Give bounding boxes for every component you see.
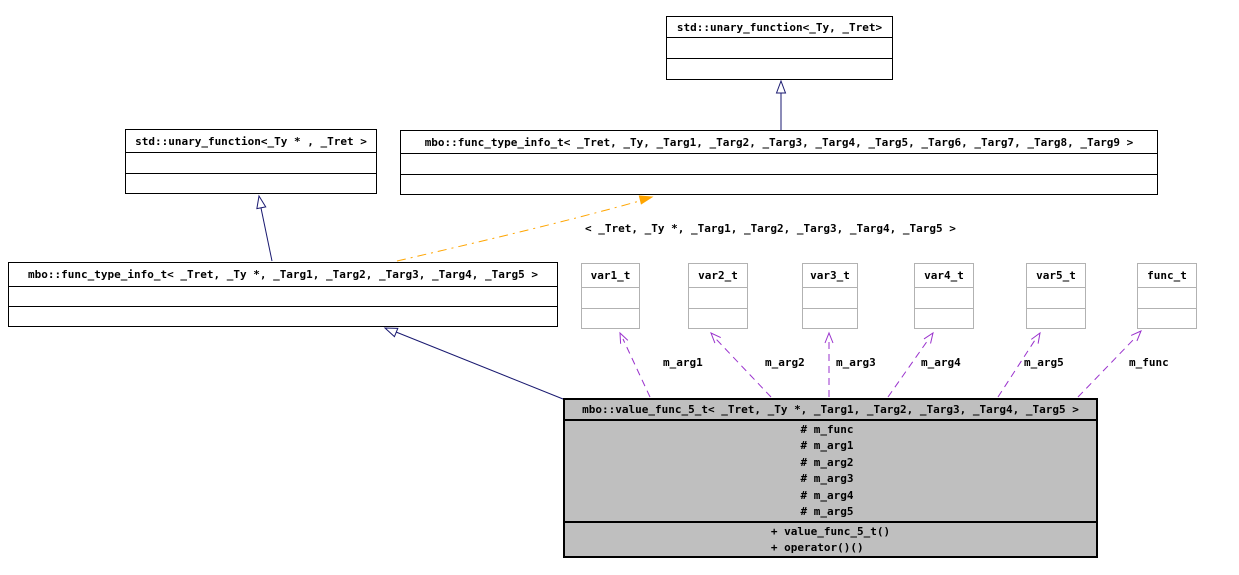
class-box-func-type-info-generic[interactable]: mbo::func_type_info_t< _Tret, _Ty, _Targ… — [400, 130, 1158, 195]
class-box-var3-t[interactable]: var3_t — [802, 263, 858, 329]
method-row: + value_func_5_t() — [770, 524, 891, 538]
class-title: mbo::func_type_info_t< _Tret, _Ty *, _Ta… — [9, 263, 557, 287]
attribute-row: # m_arg2 — [800, 455, 854, 469]
class-attributes-compartment: # m_func # m_arg1 # m_arg2 # m_arg3 # m_… — [565, 421, 1096, 523]
class-box-compartment — [915, 288, 973, 308]
class-box-func-type-info-ptr[interactable]: mbo::func_type_info_t< _Tret, _Ty *, _Ta… — [8, 262, 558, 327]
attribute-row: # m_arg3 — [800, 472, 854, 485]
edge-inherit-functypeinfo5-to-unaryfunctionptr — [256, 194, 273, 262]
class-box-compartment — [126, 172, 376, 194]
edge-label-m-func: m_func — [1129, 356, 1169, 369]
class-box-compartment — [803, 307, 857, 329]
edge-label-m-arg2: m_arg2 — [765, 356, 805, 369]
class-box-compartment — [667, 38, 892, 58]
template-args-edge-label: < _Tret, _Ty *, _Targ1, _Targ2, _Targ3, … — [585, 222, 956, 235]
attribute-row: # m_arg4 — [800, 488, 854, 502]
class-title: var5_t — [1027, 264, 1085, 288]
class-box-compartment — [1138, 288, 1196, 308]
class-title: mbo::value_func_5_t< _Tret, _Ty *, _Targ… — [565, 400, 1096, 421]
edge-label-m-arg3: m_arg3 — [836, 356, 876, 369]
class-box-func-t[interactable]: func_t — [1137, 263, 1197, 329]
class-box-compartment — [401, 154, 1157, 174]
class-box-var1-t[interactable]: var1_t — [581, 263, 640, 329]
edge-label-m-arg4: m_arg4 — [921, 356, 961, 369]
edge-m-arg5 — [997, 331, 1041, 398]
class-box-var4-t[interactable]: var4_t — [914, 263, 974, 329]
class-title: var1_t — [582, 264, 639, 288]
attribute-row: # m_arg5 — [800, 505, 854, 518]
class-title: var2_t — [689, 264, 747, 288]
class-title: mbo::func_type_info_t< _Tret, _Ty, _Targ… — [401, 131, 1157, 154]
attribute-row: # m_func — [800, 422, 854, 436]
class-box-compartment — [667, 58, 892, 79]
class-box-compartment — [582, 307, 639, 329]
method-row: + operator()() — [770, 540, 864, 554]
class-title: std::unary_function<_Ty, _Tret> — [667, 17, 892, 38]
edge-m-arg3 — [824, 331, 834, 397]
edge-inherit-functypeinfo9-to-unaryfunction — [775, 79, 787, 130]
edge-template-instantiation — [396, 195, 654, 262]
class-box-compartment — [401, 173, 1157, 195]
class-title: std::unary_function<_Ty * , _Tret > — [126, 130, 376, 153]
class-box-compartment — [803, 288, 857, 308]
edge-label-m-arg1: m_arg1 — [663, 356, 703, 369]
class-box-compartment — [9, 306, 557, 326]
class-box-compartment — [1027, 288, 1085, 308]
class-box-std-unary-function[interactable]: std::unary_function<_Ty, _Tret> — [666, 16, 893, 80]
class-box-compartment — [126, 153, 376, 173]
class-box-compartment — [9, 287, 557, 306]
class-box-compartment — [582, 288, 639, 308]
class-title: var4_t — [915, 264, 973, 288]
class-box-compartment — [1027, 307, 1085, 329]
edge-m-arg1 — [619, 331, 651, 398]
edge-m-arg4 — [887, 331, 934, 398]
class-box-compartment — [689, 307, 747, 329]
class-title: func_t — [1138, 264, 1196, 288]
class-title: var3_t — [803, 264, 857, 288]
class-box-compartment — [915, 307, 973, 329]
edge-inherit-valuefunc-to-functypeinfo5 — [383, 327, 564, 400]
class-methods-compartment: + value_func_5_t() + operator()() — [565, 523, 1096, 556]
class-box-std-unary-function-ptr[interactable]: std::unary_function<_Ty * , _Tret > — [125, 129, 377, 194]
attribute-row: # m_arg1 — [800, 439, 854, 452]
class-box-compartment — [689, 288, 747, 308]
edge-label-m-arg5: m_arg5 — [1024, 356, 1064, 369]
edge-m-arg2 — [710, 332, 772, 398]
class-box-value-func-5-t-focused: mbo::value_func_5_t< _Tret, _Ty *, _Targ… — [563, 398, 1098, 558]
edge-m-func — [1077, 330, 1142, 398]
class-box-var2-t[interactable]: var2_t — [688, 263, 748, 329]
methods-block: + value_func_5_t() + operator()() — [771, 524, 890, 556]
class-box-compartment — [1138, 307, 1196, 329]
class-box-var5-t[interactable]: var5_t — [1026, 263, 1086, 329]
